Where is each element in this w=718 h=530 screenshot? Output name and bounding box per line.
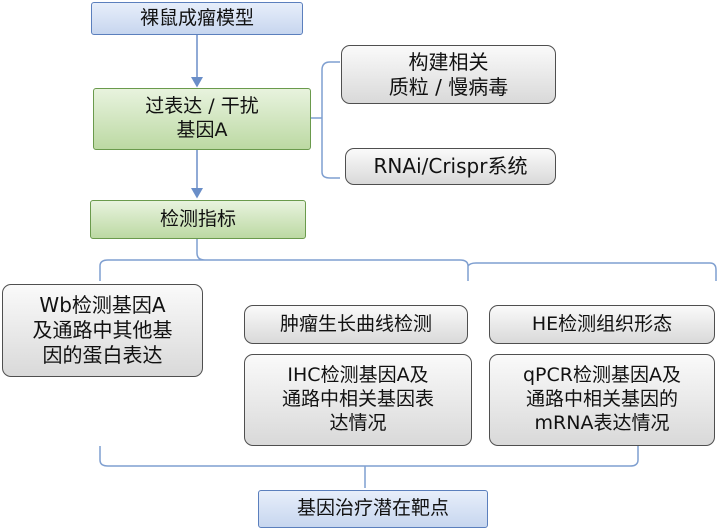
node-label: IHC检测基因A及 通路中相关基因表 达情况 bbox=[281, 364, 434, 434]
node-rnai-crispr: RNAi/Crispr系统 bbox=[345, 148, 556, 185]
node-label: 过表达 / 干扰 基因A bbox=[145, 95, 259, 141]
node-construct-plasmid: 构建相关 质粒 / 慢病毒 bbox=[341, 45, 556, 104]
node-label: 构建相关 质粒 / 慢病毒 bbox=[388, 49, 509, 99]
brace-indicators bbox=[99, 239, 717, 281]
node-label: 检测指标 bbox=[159, 207, 236, 230]
node-ihc-detection: IHC检测基因A及 通路中相关基因表 达情况 bbox=[244, 354, 472, 446]
node-label: Wb检测基因A 及通路中其他基 因的蛋白表达 bbox=[32, 293, 173, 367]
node-detection-indicators: 检测指标 bbox=[90, 200, 306, 239]
node-overexpress-interfere: 过表达 / 干扰 基因A bbox=[93, 88, 311, 150]
node-label: qPCR检测基因A及 通路中相关基因的 mRNA表达情况 bbox=[523, 364, 681, 434]
node-label: 裸鼠成瘤模型 bbox=[139, 6, 254, 29]
brace-therapy bbox=[99, 446, 639, 488]
node-label: HE检测组织形态 bbox=[531, 312, 673, 335]
brace-methods bbox=[311, 61, 340, 179]
node-label: RNAi/Crispr系统 bbox=[373, 154, 528, 178]
node-qpcr-detection: qPCR检测基因A及 通路中相关基因的 mRNA表达情况 bbox=[489, 354, 715, 446]
node-tumor-growth-curve: 肿瘤生长曲线检测 bbox=[244, 305, 468, 344]
node-wb-detection: Wb检测基因A 及通路中其他基 因的蛋白表达 bbox=[2, 284, 203, 377]
node-gene-therapy-target: 基因治疗潜在靶点 bbox=[258, 490, 488, 528]
node-nude-mouse-model: 裸鼠成瘤模型 bbox=[91, 2, 303, 35]
node-label: 基因治疗潜在靶点 bbox=[296, 497, 449, 520]
node-label: 肿瘤生长曲线检测 bbox=[279, 312, 432, 335]
node-he-detection: HE检测组织形态 bbox=[489, 305, 715, 344]
